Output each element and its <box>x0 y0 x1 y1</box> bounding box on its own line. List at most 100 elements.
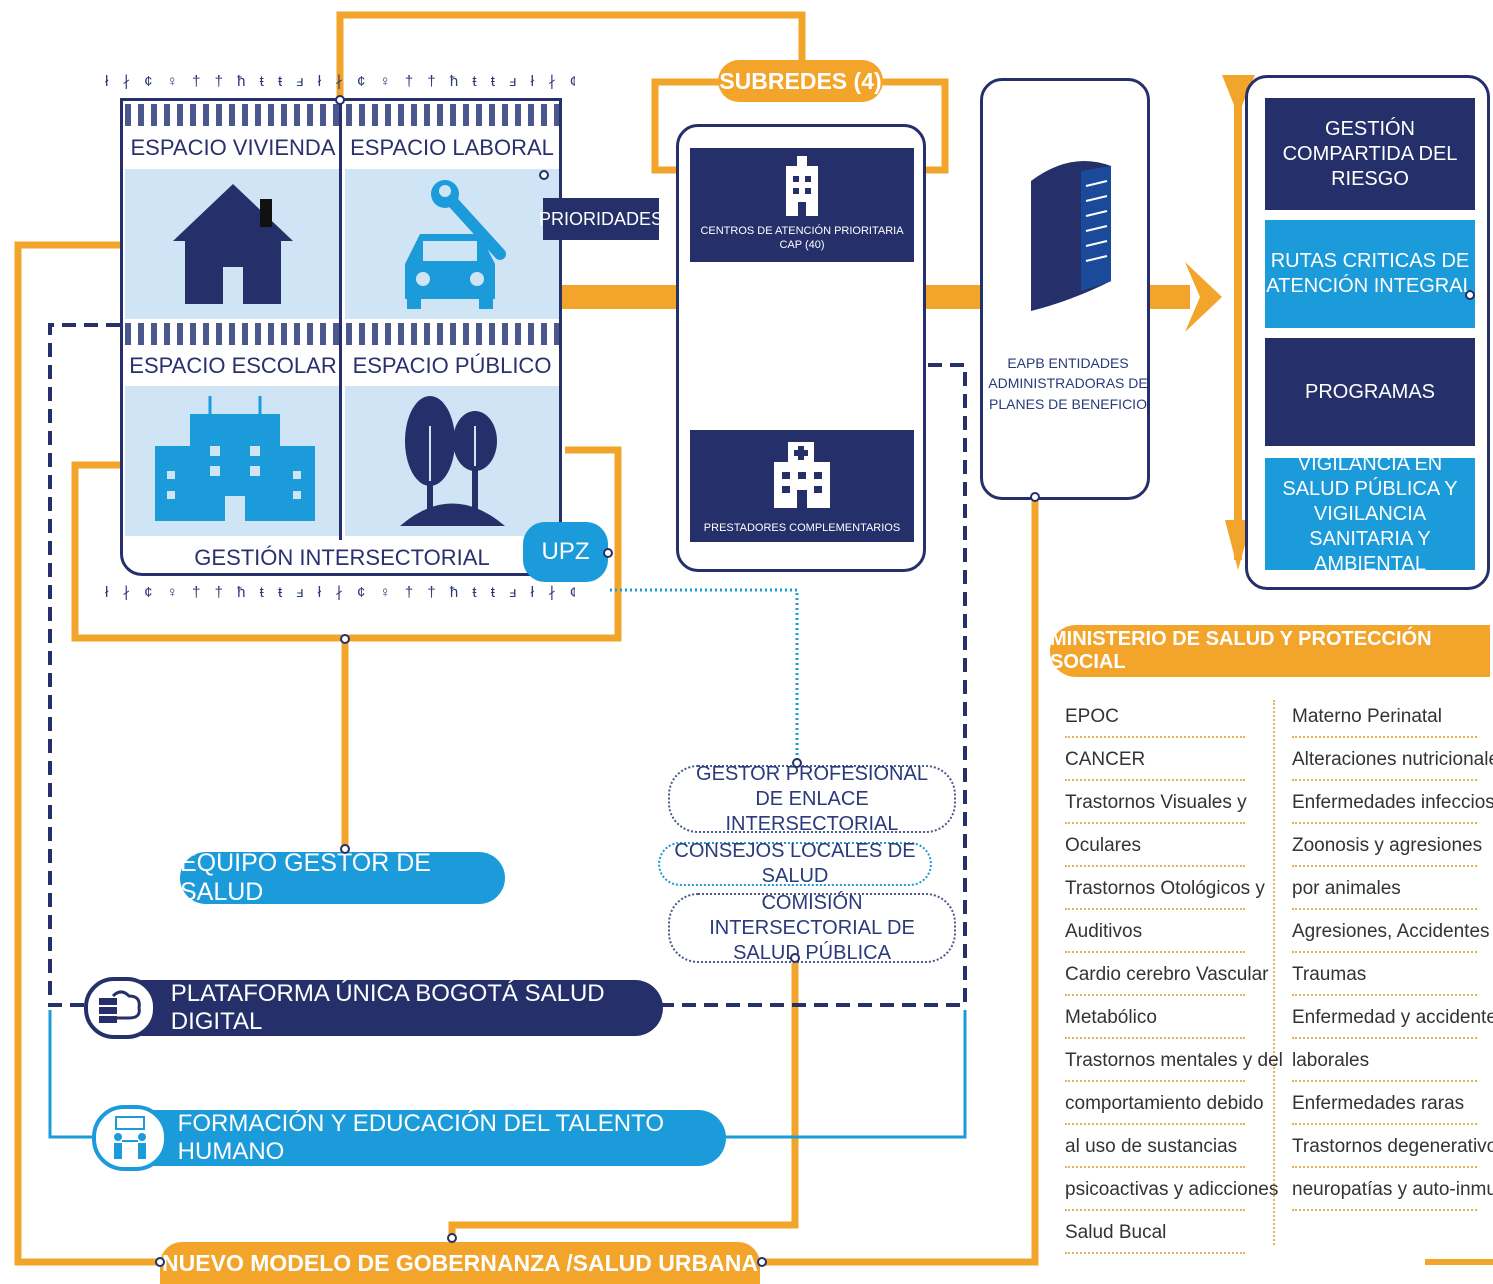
training-icon-wrap <box>92 1105 168 1171</box>
condition-separator <box>1065 822 1245 824</box>
condition-item: Trastornos Otológicos y <box>1065 878 1265 899</box>
plataforma-pill: PLATAFORMA ÚNICA BOGOTÁ SALUD DIGITAL <box>84 977 663 1039</box>
right-box-riesgo: GESTIÓN COMPARTIDA DEL RIESGO <box>1265 98 1475 210</box>
condition-separator <box>1065 951 1245 953</box>
condition-item: Oculares <box>1065 835 1142 856</box>
cap-label: CENTROS DE ATENCIÓN PRIORITARIA CAP (40) <box>700 225 904 252</box>
space-escolar-label: ESPACIO ESCOLAR <box>125 348 341 384</box>
house-icon <box>173 184 293 304</box>
condition-separator <box>1292 865 1477 867</box>
upz-badge: UPZ <box>523 522 608 582</box>
clinic-icon <box>774 442 830 508</box>
school-icon <box>155 396 315 521</box>
prestadores-label: PRESTADORES COMPLEMENTARIOS <box>703 522 901 534</box>
grid-divider-vertical <box>339 100 342 540</box>
condition-item: Enfermedades infecciosas <box>1292 792 1493 813</box>
condition-separator <box>1292 994 1477 996</box>
condition-separator <box>1065 779 1245 781</box>
condition-separator <box>1065 1209 1245 1211</box>
condition-item: Agresiones, Accidentes y <box>1292 921 1493 942</box>
condition-item: Zoonosis y agresiones <box>1292 835 1483 856</box>
condition-separator <box>1065 1080 1245 1082</box>
node-eapb <box>1030 492 1040 502</box>
condition-separator <box>1292 1209 1477 1211</box>
condition-item: Alteraciones nutricionales <box>1292 749 1493 770</box>
node-laboral <box>539 170 549 180</box>
comision-intersectorial-pill: COMISIÓN INTERSECTORIAL DE SALUD PÚBLICA <box>668 892 956 964</box>
condition-item: Materno Perinatal <box>1292 706 1442 727</box>
prestadores-box: PRESTADORES COMPLEMENTARIOS <box>690 430 914 542</box>
condition-item: Metabólico <box>1065 1007 1157 1028</box>
condition-separator <box>1292 736 1477 738</box>
formacion-label: FORMACIÓN Y EDUCACIÓN DEL TALENTO HUMANO <box>177 1110 664 1165</box>
condition-separator <box>1292 908 1477 910</box>
condition-item: neuropatías y auto-inmunes <box>1292 1179 1493 1200</box>
building-icon <box>1031 161 1111 311</box>
condition-separator <box>1292 1166 1477 1168</box>
node-gobernanza-top <box>447 1233 457 1243</box>
right-box-programas: PROGRAMAS <box>1265 338 1475 446</box>
condition-separator <box>1065 908 1245 910</box>
gestor-profesional-pill: GESTOR PROFESIONAL DE ENLACE INTERSECTOR… <box>668 763 956 835</box>
space-vivienda-cell <box>125 169 341 319</box>
condition-item: al uso de sustancias <box>1065 1136 1238 1157</box>
condition-separator <box>1292 1037 1477 1039</box>
node-gobernanza-right <box>757 1257 767 1267</box>
prioridades-label: PRIORIDADES <box>539 198 663 240</box>
condition-item: Enfermedad y accidentes <box>1292 1007 1493 1028</box>
space-publico-cell <box>345 386 559 536</box>
condition-separator <box>1065 736 1245 738</box>
condition-separator <box>1065 1252 1245 1254</box>
node-equipo <box>340 844 350 854</box>
right-box-vigilancia: VIGILANCIA EN SALUD PÚBLICA Y VIGILANCIA… <box>1265 453 1475 575</box>
gobernanza-pill: NUEVO MODELO DE GOBERNANZA /SALUD URBANA <box>160 1242 760 1284</box>
ministerio-header: MINISTERIO DE SALUD Y PROTECCIÓN SOCIAL <box>1050 625 1490 677</box>
condition-item: Cardio cerebro Vascular <box>1065 964 1269 985</box>
condition-separator <box>1292 779 1477 781</box>
people-icons-bottom: ł ∤ ¢ ♀ † † ħ ŧ ŧ ⅎ ł ∤ ¢ ♀ † † ħ ŧ ŧ ⅎ … <box>105 584 575 601</box>
condition-separator <box>1292 1080 1477 1082</box>
trees-icon <box>400 396 505 526</box>
condition-item: CANCER <box>1065 749 1146 770</box>
condition-item: EPOC <box>1065 706 1119 727</box>
condition-item: Enfermedades raras <box>1292 1093 1465 1114</box>
eapb-box: EAPB ENTIDADES ADMINISTRADORAS DE PLANES… <box>980 78 1150 500</box>
condition-item: comportamiento debido <box>1065 1093 1264 1114</box>
condition-item: Trastornos degenerativos, <box>1292 1136 1493 1157</box>
condition-separator <box>1065 1123 1245 1125</box>
node-upz <box>603 548 613 558</box>
cloud-server-icon-wrap <box>84 977 157 1039</box>
node-comision <box>790 953 800 963</box>
formacion-pill: FORMACIÓN Y EDUCACIÓN DEL TALENTO HUMANO <box>92 1105 726 1171</box>
condition-item: psicoactivas y adicciones <box>1065 1179 1279 1200</box>
condition-separator <box>1292 1123 1477 1125</box>
subredes-badge: SUBREDES (4) <box>718 60 883 102</box>
space-escolar-cell <box>125 386 341 536</box>
node-rutas <box>1465 290 1475 300</box>
condition-item: por animales <box>1292 878 1401 899</box>
car-wrench-icon <box>405 180 506 309</box>
people-row-middle <box>125 323 559 345</box>
space-vivienda-label: ESPACIO VIVIENDA <box>125 129 341 167</box>
condition-separator <box>1065 1037 1245 1039</box>
hospital-icon <box>786 156 818 216</box>
list-divider <box>1273 700 1275 1245</box>
consejos-locales-pill: CONSEJOS LOCALES DE SALUD <box>658 840 932 887</box>
cap-box: CENTROS DE ATENCIÓN PRIORITARIA CAP (40) <box>690 148 914 262</box>
right-box-rutas: RUTAS CRITICAS DE ATENCIÓN INTEGRAL <box>1265 220 1475 328</box>
gestion-intersectorial-label: GESTIÓN INTERSECTORIAL <box>194 545 490 570</box>
cloud-server-icon <box>99 990 142 1023</box>
people-icons-top: ł ∤ ¢ ♀ † † ħ ŧ ŧ ⅎ ł ∤ ¢ ♀ † † ħ ŧ ŧ ⅎ … <box>105 73 575 90</box>
condition-separator <box>1292 951 1477 953</box>
condition-separator <box>1292 822 1477 824</box>
space-laboral-cell <box>345 169 559 319</box>
condition-separator <box>1065 865 1245 867</box>
equipo-gestor-pill: EQUIPO GESTOR DE SALUD <box>180 849 505 906</box>
eapb-label: EAPB ENTIDADES ADMINISTRADORAS DE PLANES… <box>988 355 1148 412</box>
condition-item: Auditivos <box>1065 921 1143 942</box>
space-publico-label: ESPACIO PÚBLICO <box>345 348 559 384</box>
condition-separator <box>1065 1166 1245 1168</box>
condition-separator <box>1065 994 1245 996</box>
node-gestor <box>792 758 802 768</box>
node-gobernanza-left <box>155 1257 165 1267</box>
